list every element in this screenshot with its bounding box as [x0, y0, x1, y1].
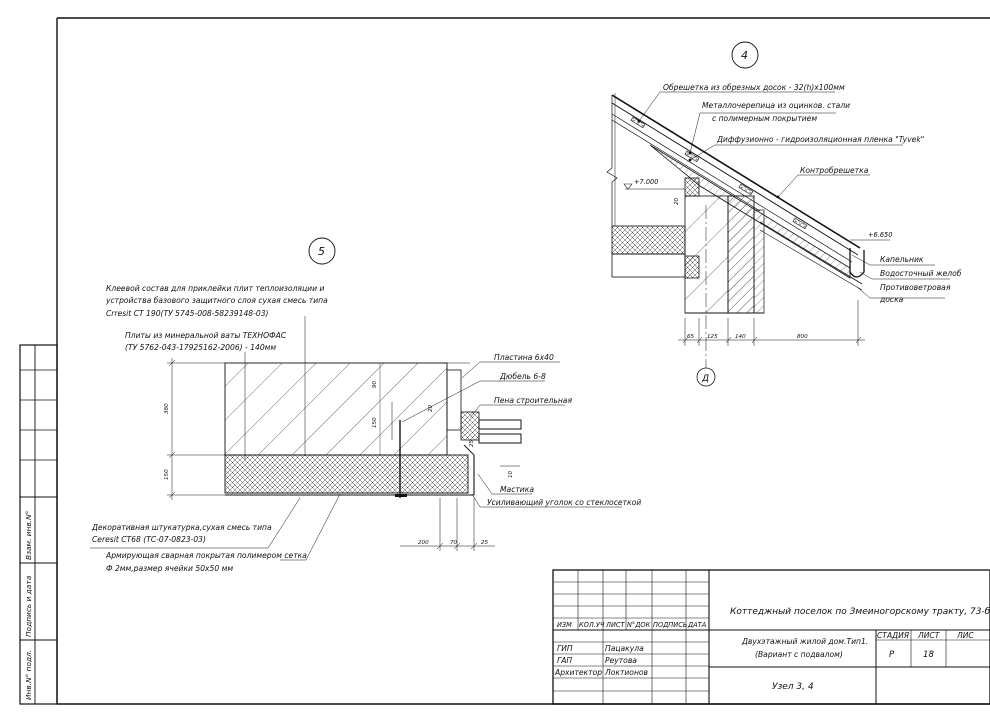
dim-5-left-b: 150 [164, 469, 170, 480]
label-mastic: Мастика [500, 485, 534, 494]
label-plaster-1: Декоративная штукатурка,сухая смесь типа [91, 523, 272, 532]
detail-5-number: 5 [318, 245, 325, 258]
label-drip: Капельник [880, 255, 924, 264]
dim-5-inner-b: 20 [428, 404, 434, 412]
label-soffit-1: Противоветровая [880, 283, 951, 292]
label-glue-3: Crresit CT 190(ТУ 5745-008-58239148-03) [106, 309, 269, 318]
tb-stage: Р [889, 650, 895, 660]
dim-5-bottom-a: 200 [418, 540, 429, 546]
tb-name-gip: Пацакула [605, 644, 644, 653]
tb-role-arch: Архитектор [554, 668, 602, 677]
detail-5: 5 380 150 90 20 [90, 237, 641, 573]
dim-5-inner-a: 90 [372, 380, 378, 388]
dim-4-d: 800 [797, 334, 808, 340]
dim-5-bottom-c: 25 [481, 540, 489, 546]
label-dowel: Дюбель 6-8 [499, 372, 546, 381]
label-glue-2: устройства базового защитного слоя сухая… [105, 296, 328, 305]
level-top: +7.000 [634, 178, 658, 186]
label-plaster-2: Ceresit СТ68 (ТС-07-0823-03) [92, 535, 206, 544]
detail-4: 4 Д +6.650 [606, 41, 962, 387]
axis-label: Д [701, 374, 709, 384]
label-counter-lathing: Контробрешетка [800, 166, 869, 175]
dim-4-c: 140 [735, 334, 746, 340]
stamp-sign-date: Подпись и дата [24, 575, 33, 637]
tb-role-gip: ГИП [557, 644, 573, 653]
tb-role-gap: ГАП [557, 656, 572, 665]
tb-sheet: 18 [923, 650, 934, 660]
label-foam: Пена строительная [494, 396, 572, 405]
dim-5-left-a: 380 [164, 403, 170, 414]
label-gutter: Водосточный желоб [880, 269, 962, 278]
label-lathing: Обрешетка из обрезных досок - 32(h)х100м… [663, 83, 845, 92]
label-wool-2: (ТУ 5762-043-17925162-2006) - 140мм [125, 343, 276, 352]
label-metal-tile-2: с полимерным покрытием [712, 114, 817, 123]
label-membrane: Диффузионно - гидроизоляционная пленка "… [716, 135, 924, 144]
label-corner: Усиливающий уголок со стеклосеткой [487, 498, 641, 507]
label-glue-1: Клеевой состав для приклейки плит теплои… [106, 284, 324, 293]
tb-building-1: Двухэтажный жилой дом.Тип1. [741, 637, 868, 646]
dim-5-bottom-b: 70 [450, 540, 458, 546]
tb-h-sign: ПОДПИСЬ [653, 621, 687, 629]
label-mesh-1: Армирующая сварная покрытая полимером се… [105, 551, 307, 560]
tb-sheets-header: ЛИС [956, 631, 974, 640]
dim-20: 20 [674, 197, 680, 205]
tb-h-date: ДАТА [687, 621, 707, 629]
dim-4-a: 65 [687, 334, 695, 340]
dim-5-inner-c: 150 [372, 417, 378, 428]
detail-4-number: 4 [741, 49, 748, 62]
tb-drawing-title: Узел 3, 4 [772, 682, 814, 692]
tb-project: Коттеджный поселок по Змеиногорскому тра… [730, 607, 990, 617]
tb-h-kolich: КОЛ.УЧ [579, 621, 605, 629]
tb-h-izm: ИЗМ [557, 621, 572, 629]
tb-h-ndok: N°ДОК [627, 621, 651, 629]
side-stamp: Взам. инв.N° Подпись и дата Инв.N° подл. [19, 344, 58, 705]
label-soffit-2: доска [879, 295, 904, 304]
tb-sheet-header: ЛИСТ [917, 631, 941, 640]
tb-name-gap: Реутова [605, 656, 637, 665]
tb-stage-header: СТАДИЯ [877, 631, 910, 640]
title-block: ИЗМ КОЛ.УЧ ЛИСТ N°ДОК ПОДПИСЬ ДАТА ГИП П… [552, 569, 990, 705]
stamp-orig-inv: Инв.N° подл. [24, 650, 33, 700]
label-metal-tile-1: Металлочерепица из оцинков. стали [702, 101, 850, 110]
level-eave: +6.650 [868, 231, 892, 239]
dim-5-inner-d: 10 [508, 470, 514, 478]
dim-4-b: 125 [707, 334, 718, 340]
tb-building-2: (Вариант с подвалом) [755, 650, 843, 659]
label-plate: Пластина 6х40 [494, 353, 554, 362]
tb-name-arch: Локтионов [604, 668, 649, 677]
dim-5-right: 25 [469, 439, 475, 447]
tb-h-list: ЛИСТ [605, 621, 625, 629]
label-mesh-2: Ф 2мм,размер ячейки 50х50 мм [106, 564, 233, 573]
label-wool-1: Плиты из минеральной ваты ТЕХНОФАС [125, 331, 287, 340]
stamp-replace-inv: Взам. инв.N° [24, 511, 33, 560]
